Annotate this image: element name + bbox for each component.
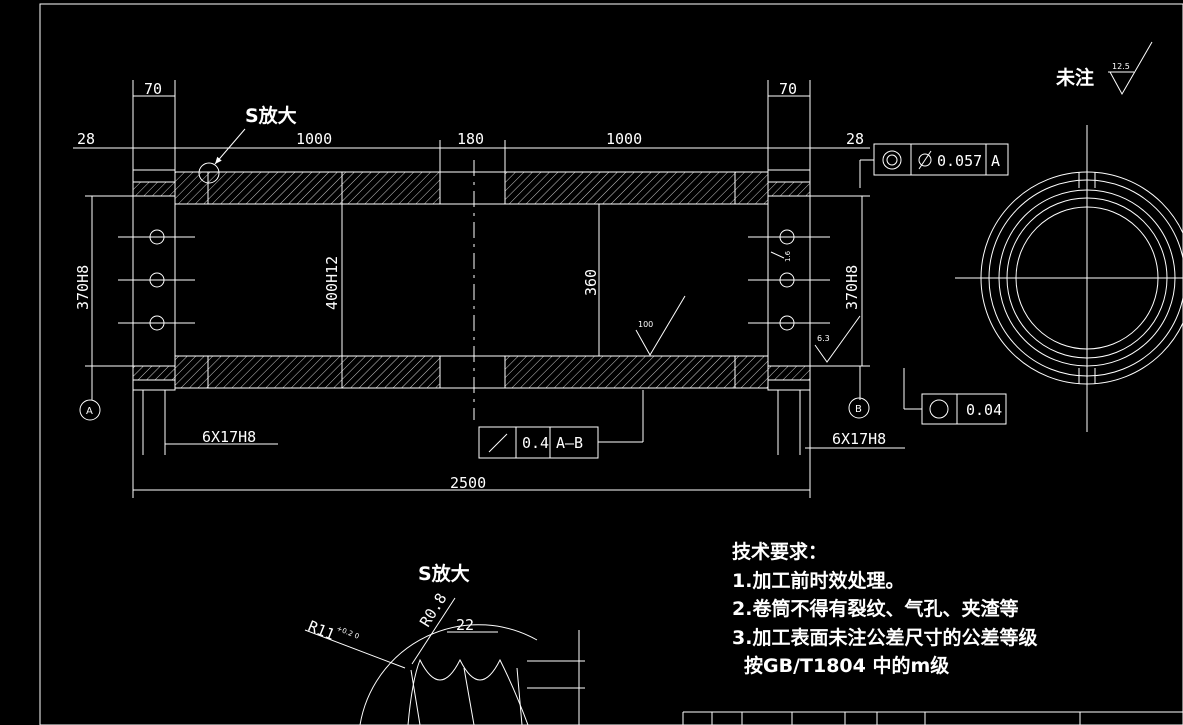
dim-6x17h8-left: 6X17H8 — [202, 428, 256, 446]
detail-dim-22: 22 — [456, 616, 474, 634]
dim-180: 180 — [457, 130, 484, 148]
tol-concentricity-datum: A — [991, 152, 1000, 170]
dim-1000-right: 1000 — [606, 130, 642, 148]
title-block — [682, 711, 1183, 725]
tech-note-line-4: 按GB/T1804 中的m级 — [744, 655, 950, 677]
detail-dim-r08: R0.8 — [416, 590, 450, 630]
dim-360: 360 — [582, 269, 600, 296]
datum-markers — [79, 397, 870, 421]
tolerance-frame-concentricity — [859, 143, 1009, 188]
dim-370h8-right: 370H8 — [843, 265, 861, 310]
dim-70-left: 70 — [144, 80, 162, 98]
roughness-1-6: 1.6 — [784, 250, 792, 262]
tech-note-line-2: 2.卷筒不得有裂纹、气孔、夹渣等 — [732, 598, 1019, 620]
detail-callout-label: S放大 — [245, 104, 297, 127]
dim-70-right: 70 — [779, 80, 797, 98]
roughness-unmarked-value: 12.5 — [1112, 62, 1130, 71]
roughness-100: 100 — [638, 320, 653, 329]
tol-roundness-value: 0.04 — [966, 401, 1002, 419]
bottom-wall-left — [174, 355, 441, 389]
tech-note-line-3: 3.加工表面未注公差尺寸的公差等级 — [732, 626, 1038, 649]
dim-28-right: 28 — [846, 130, 864, 148]
dim-2500: 2500 — [450, 474, 486, 492]
main-section-view — [118, 128, 830, 420]
detail-view — [304, 597, 585, 725]
detail-dim-r11-tol: +0.2 0 — [335, 624, 360, 640]
tol-runout-datum: A–B — [556, 434, 583, 452]
technical-requirements: 技术要求： 1.加工前时效处理。 2.卷筒不得有裂纹、气孔、夹渣等 3.加工表面… — [732, 538, 1037, 681]
datum-a: A — [86, 406, 93, 417]
detail-s-marker — [198, 162, 220, 184]
side-view — [955, 125, 1183, 432]
dim-1000-left: 1000 — [296, 130, 332, 148]
drawing-frame — [39, 3, 1183, 725]
datum-b: B — [855, 404, 862, 415]
tech-note-line-1: 1.加工前时效处理。 — [732, 569, 905, 592]
top-wall-right — [504, 171, 769, 205]
roughness-6-3: 6.3 — [817, 334, 830, 343]
dimension-texts: 70 70 28 28 1000 180 1000 370H8 400H12 3… — [74, 80, 886, 492]
dim-6x17h8-right: 6X17H8 — [832, 430, 886, 448]
dim-400h12: 400H12 — [323, 256, 341, 310]
detail-view-title: S放大 — [418, 562, 470, 585]
bottom-wall-right — [504, 355, 769, 389]
dim-28-left: 28 — [77, 130, 95, 148]
dim-370h8-left: 370H8 — [74, 265, 92, 310]
tolerance-frame-roundness — [903, 368, 1007, 425]
dimension-lines — [73, 80, 905, 498]
roughness-unmarked-label: 未注 — [1055, 66, 1094, 89]
tolerance-frame-runout — [478, 390, 644, 459]
tol-concentricity-value: 0.057 — [937, 152, 982, 170]
top-wall-left — [174, 171, 441, 205]
detail-dim-r11: R11 — [306, 617, 338, 644]
roughness-symbols — [635, 41, 1153, 363]
tech-notes-heading: 技术要求： — [732, 541, 828, 563]
tol-runout-value: 0.4 — [522, 434, 549, 452]
